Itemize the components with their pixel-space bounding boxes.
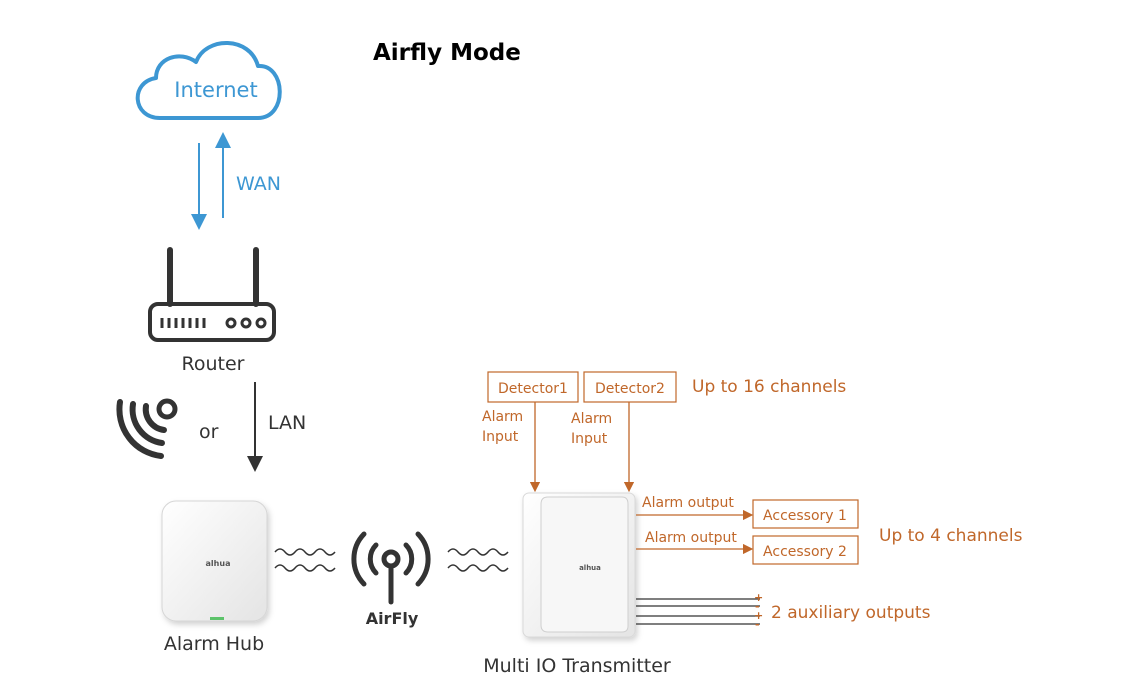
alarm-input-2-line2: Input <box>571 431 608 447</box>
wan-arrows <box>191 132 231 230</box>
accessory-channels-note: Up to 4 channels <box>879 526 1023 546</box>
internet-label: Internet <box>174 78 257 102</box>
aux-polarity-3: + <box>754 609 763 622</box>
router-icon <box>148 247 276 342</box>
alarm-output-1-label: Alarm output <box>642 495 734 511</box>
airfly-antenna-icon <box>351 531 431 605</box>
alarm-input-1-line1: Alarm <box>482 409 523 425</box>
airfly-waves <box>274 548 509 572</box>
accessory-1: Accessory 1 <box>752 499 859 529</box>
auxiliary-outputs-note: 2 auxiliary outputs <box>771 603 931 623</box>
accessory-2: Accessory 2 <box>752 535 859 565</box>
diagram-title: Airfly Mode <box>373 40 521 66</box>
detector-2-label: Detector2 <box>595 381 665 397</box>
auxiliary-output-lines <box>636 598 760 625</box>
detector-2: Detector2 <box>583 371 677 403</box>
wan-label: WAN <box>236 173 281 195</box>
alarm-input-1-line2: Input <box>482 429 519 445</box>
hub-brand-logo: alhua <box>206 559 231 568</box>
lan-label: LAN <box>268 412 306 434</box>
detector-1-label: Detector1 <box>498 381 568 397</box>
aux-polarity-2: - <box>755 600 760 613</box>
hub-status-led <box>210 617 224 620</box>
or-label: or <box>199 421 219 443</box>
detector-1: Detector1 <box>487 371 579 403</box>
multi-io-transmitter-label: Multi IO Transmitter <box>483 655 671 677</box>
multi-io-transmitter-device <box>522 492 636 638</box>
aux-polarity-4: - <box>755 618 760 631</box>
router-label: Router <box>182 353 245 375</box>
transmitter-brand-logo: alhua <box>579 564 601 572</box>
cloud-icon <box>135 41 282 120</box>
accessory-1-label: Accessory 1 <box>763 508 847 524</box>
airfly-label: AirFly <box>366 609 419 628</box>
alarm-input-2-line1: Alarm <box>571 411 612 427</box>
aux-polarity-1: + <box>754 591 763 604</box>
detector-channels-note: Up to 16 channels <box>692 377 846 397</box>
alarm-hub-device <box>161 500 268 622</box>
alarm-hub-label: Alarm Hub <box>164 633 264 655</box>
accessory-2-label: Accessory 2 <box>763 544 847 560</box>
wireless-signal-icon <box>116 398 178 459</box>
alarm-output-2-label: Alarm output <box>645 530 737 546</box>
